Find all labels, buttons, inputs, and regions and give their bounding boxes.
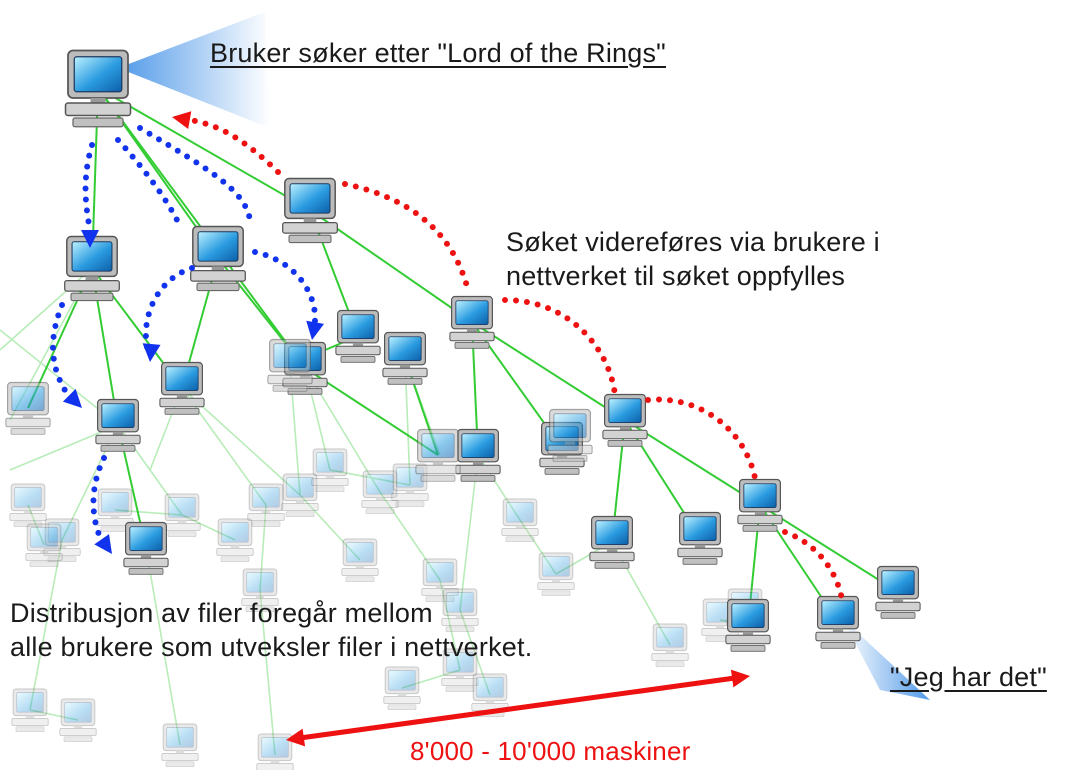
faded-computer-icon [59,698,97,743]
faded-computer-icon [471,673,509,718]
search-path [90,455,107,548]
faded-computer-icon [501,498,539,543]
found-label: "Jeg har det" [890,662,1047,692]
forwarding-caption: Søket videreføres via brukere i nettverk… [506,225,880,293]
search-path [50,302,73,401]
faded-computer-icon [216,518,254,563]
computer-icon [875,565,921,619]
computer-icon [725,598,771,652]
faded-link [145,547,181,746]
faded-computer-icon [383,666,421,711]
computer-icon [737,478,783,532]
range-arrowhead-right [730,669,750,688]
search-path [142,265,195,355]
search-path [137,125,253,223]
computer-icon [123,521,169,575]
search-arrowhead [62,388,82,408]
faded-computer-icon [651,623,689,668]
searching-computer-icon [64,49,132,128]
computer-icon [159,361,205,415]
faded-computer-icon [9,483,47,528]
computer-icon [382,331,428,385]
faded-computer-icon [341,538,379,583]
faded-link [259,589,276,756]
network-link [97,87,311,211]
search-path [82,142,95,235]
found-path [782,529,845,603]
search-query-label: Bruker søker etter "Lord of the Rings" [210,38,666,68]
search-arrowhead [142,343,161,362]
found-path [502,297,618,398]
faded-computer-icon [441,648,479,693]
computer-icon [547,408,593,462]
faded-computer-icon [161,723,199,768]
found-path [187,117,281,175]
distribution-caption: Distribusjon av filer foregår mellom all… [10,596,532,664]
search-arrowhead [81,230,99,248]
faded-computer-icon [537,552,575,597]
machine-count-text: 8'000 - 10'000 maskiner [410,736,691,766]
computer-icon [449,295,495,349]
computer-icon [589,515,635,569]
forwarding-caption-line-1: Søket videreføres via brukere i [506,227,880,257]
faded-computer-icon [281,473,319,518]
faded-link [29,539,63,711]
faded-link [181,387,267,506]
search-path [252,249,318,331]
faded-computer-icon [247,483,285,528]
found-path [342,181,471,293]
computer-icon [335,309,381,363]
network-link [759,504,899,593]
faded-computer-icon [256,733,294,770]
computer-icon [5,381,51,435]
faded-computer-icon [311,448,349,493]
search-path [115,137,183,229]
computer-icon [415,428,461,482]
search-arrowhead [94,534,112,554]
faded-link [9,424,119,471]
faded-computer-icon [361,470,399,515]
machine-count-label: 8'000 - 10'000 maskiner [410,734,690,768]
computer-icon [64,235,120,302]
faded-computer-icon [163,493,201,538]
computer-icon [602,393,648,447]
found-computer-icon [815,595,861,649]
distribution-caption-line-1: Distribusjon av filer foregår mellom [10,598,433,628]
faded-computer-icon [25,523,63,568]
faded-computer-icon [241,568,279,613]
found-path [645,396,758,481]
range-arrowhead-left [286,728,306,747]
range-arrow-shaft [299,675,736,741]
found-arrowhead [172,111,192,129]
computer-icon [282,177,338,244]
faded-computer-icon [441,588,479,633]
found-beam-icon [842,618,930,700]
network-link [471,321,626,421]
search-beam-icon [118,12,270,128]
faded-computer-icon [11,688,49,733]
computer-icon [190,225,246,292]
search-arrowhead [306,320,324,340]
distribution-caption-line-2: alle brukere som utveksler filer i nettv… [10,632,533,662]
computer-icon [455,428,501,482]
computer-icon [267,338,313,392]
forwarding-caption-line-2: nettverket til søket oppfylles [506,261,846,291]
computer-icon [677,511,723,565]
computer-icon [95,398,141,452]
